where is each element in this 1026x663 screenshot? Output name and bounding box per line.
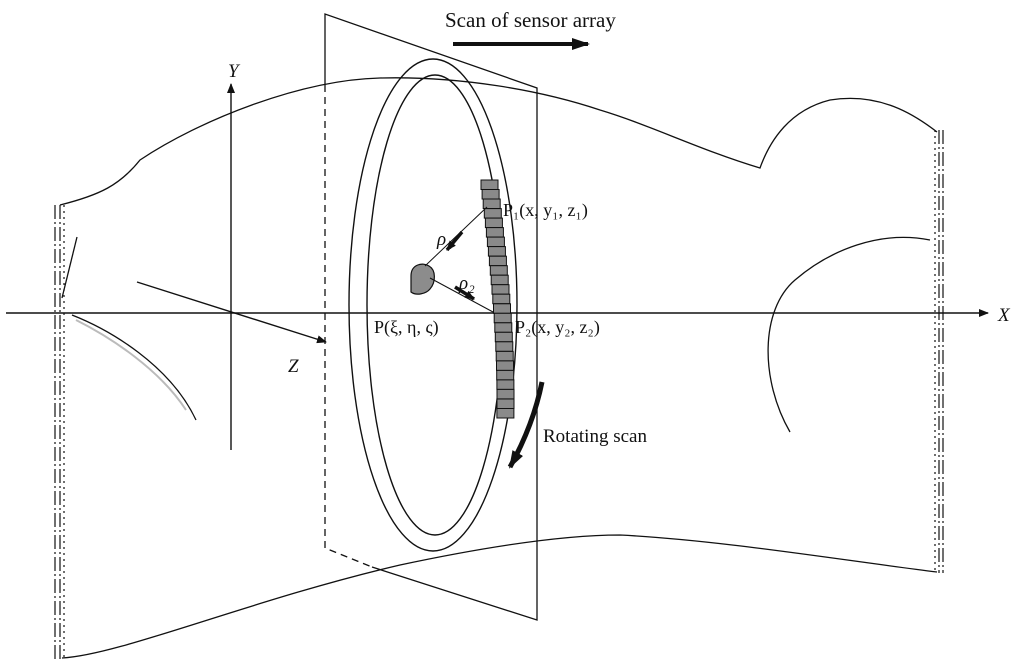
sensor-element: [483, 208, 502, 219]
sensor-element: [496, 369, 515, 381]
axis-z-label: Z: [288, 356, 299, 377]
rho2-arrow: [454, 285, 475, 301]
internal-contour-right: [767, 236, 931, 433]
sensor-element: [493, 303, 511, 314]
source-object: [410, 263, 435, 295]
rho1-label: ρ₁: [436, 229, 453, 250]
internal-contour-left-shade: [75, 319, 187, 411]
sensor-element: [496, 379, 515, 390]
sensor-element: [495, 350, 514, 362]
sensor-element: [482, 198, 501, 209]
sensor-element: [496, 408, 515, 419]
sensor-element: [496, 360, 514, 371]
sensor-element: [481, 189, 500, 200]
source-point-label: P(ξ, η, ς): [374, 317, 439, 338]
p1-label: P₁(x, y₁, z₁): [503, 200, 588, 221]
sensor-element: [488, 255, 507, 267]
sensor-element: [489, 265, 508, 276]
rho1-arrow: [445, 230, 464, 252]
sensor-element: [495, 341, 514, 352]
internal-contour-left: [71, 314, 197, 421]
left-short-stroke: [61, 236, 78, 299]
rotating-scan-label: Rotating scan: [543, 426, 647, 447]
scan-plane-solid: [324, 13, 538, 621]
sensor-element: [485, 227, 504, 238]
sensor-element: [484, 217, 503, 229]
sensor-element: [490, 274, 509, 286]
sensor-element: [494, 331, 513, 343]
rotation-arrow: [507, 381, 545, 469]
ring-outer: [348, 58, 518, 552]
ring-inner: [366, 74, 504, 536]
axis-x-label: X: [997, 305, 1011, 326]
sensor-element: [496, 398, 515, 409]
sensor-array: [480, 179, 515, 419]
left-cut-edge: [54, 205, 65, 660]
sensor-element: [492, 293, 511, 305]
scan-sensor-label: Scan of sensor array: [445, 8, 616, 32]
body-outline-bottom: [61, 534, 938, 659]
z-axis-line: [136, 281, 327, 344]
rho2-line: [429, 277, 494, 313]
right-cut-edge: [934, 130, 944, 573]
axis-y-label: Y: [228, 61, 241, 82]
sensor-element: [486, 236, 505, 248]
p2-label: P₂(x, y₂, z₂): [515, 317, 600, 338]
sensor-element: [480, 179, 499, 190]
body-outline-top: [59, 77, 938, 206]
sensor-element: [493, 312, 512, 324]
sensor-element: [494, 322, 513, 333]
rho2-label: ρ₂: [458, 273, 475, 294]
scan-plane-hidden: [324, 85, 373, 568]
sensor-element: [491, 284, 510, 295]
sensor-element: [487, 246, 506, 257]
sensor-element: [496, 388, 515, 400]
